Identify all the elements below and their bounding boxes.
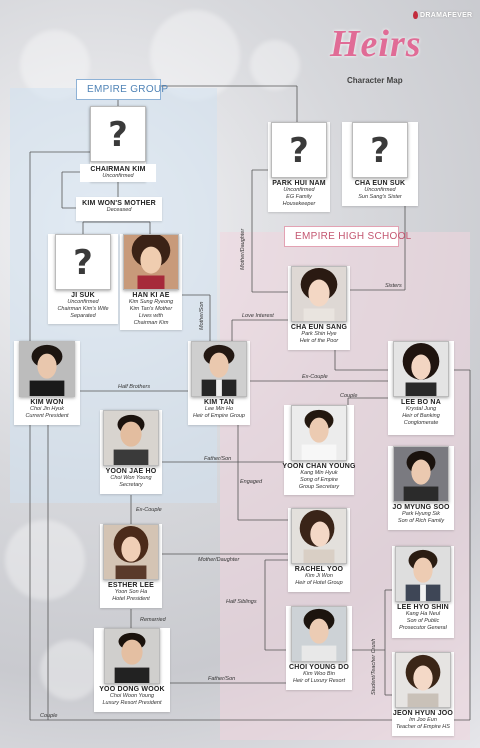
- portrait-rachel-yoo: [291, 508, 347, 564]
- character-card-park-hui-nam[interactable]: ? PARK HUI NAM Unconfirmed EG Family Hou…: [268, 122, 330, 212]
- relation-label: Love Interest: [242, 313, 274, 319]
- bokeh: [5, 520, 85, 600]
- relation-label: Mother/Daughter: [240, 228, 246, 270]
- relation-label: Half Siblings: [226, 599, 257, 605]
- character-card-han-ki-ae[interactable]: HAN KI AE Kim Sung Ryeong Kim Tan's Moth…: [120, 234, 182, 330]
- portrait-jeon-hyun-joo: [395, 652, 451, 708]
- relation-label: Father/Son: [204, 456, 232, 462]
- portrait-yoon-chan-young: [291, 405, 347, 461]
- character-card-lee-bo-na[interactable]: LEE BO NA Krystal Jung Heir of Banking C…: [388, 341, 454, 435]
- character-card-yoon-jae-ho[interactable]: YOON JAE HO Choi Won Young Secretary: [100, 410, 162, 494]
- relation-label: Sisters: [385, 283, 402, 289]
- portrait-lee-hyo-shin: [395, 546, 451, 602]
- relation-label: Father/Son: [208, 676, 236, 682]
- page-title: Heirs: [330, 23, 422, 65]
- character-card-chairman-kim[interactable]: ? CHAIRMAN KIM Unconfirmed: [80, 106, 156, 182]
- character-card-yoo-dong-wook[interactable]: YOO DONG WOOK Choi Woon Young Luxury Res…: [94, 628, 170, 712]
- character-card-kim-wons-mother[interactable]: KIM WON'S MOTHER Deceased: [76, 197, 162, 221]
- character-card-kim-won[interactable]: KIM WON Choi Jin Hyuk Current President: [14, 341, 80, 425]
- character-card-esther-lee[interactable]: ESTHER LEE Yoon Son Ha Hotel President: [100, 524, 162, 608]
- portrait-kim-won: [19, 341, 75, 397]
- character-card-choi-young-do[interactable]: CHOI YOUNG DO Kim Woo Bin Heir of Luxury…: [286, 606, 352, 690]
- character-card-cha-eun-suk[interactable]: ? CHA EUN SUK Unconfirmed Sun Sang's Sis…: [342, 122, 418, 206]
- bokeh: [40, 640, 100, 700]
- empire-group-label: EMPIRE GROUP: [76, 79, 168, 100]
- character-card-ji-suk[interactable]: ? JI SUK Unconfirmed Chairman Kim's Wife…: [48, 234, 118, 324]
- relation-label: Ex-Couple: [136, 507, 162, 513]
- portrait-esther-lee: [103, 524, 159, 580]
- character-card-rachel-yoo[interactable]: RACHEL YOO Kim Ji Won Heir of Hotel Grou…: [288, 508, 350, 592]
- character-card-yoon-chan-young[interactable]: YOON CHAN YOUNG Kang Min Hyuk Song of Em…: [282, 405, 355, 495]
- unknown-portrait-icon: ?: [352, 122, 408, 178]
- relation-label: Couple: [40, 713, 58, 719]
- relation-label: Student/Teacher Crush: [371, 638, 377, 695]
- brand-logo: DRAMAFEVER: [420, 12, 473, 19]
- portrait-yoon-jae-ho: [103, 410, 159, 466]
- unknown-portrait-icon: ?: [271, 122, 327, 178]
- portrait-han-ki-ae: [123, 234, 179, 290]
- page-subtitle: Character Map: [347, 76, 403, 85]
- character-card-jo-myung-soo[interactable]: JO MYUNG SOO Park Hyung Sik Son of Rich …: [388, 446, 454, 530]
- portrait-cha-eun-sang: [291, 266, 347, 322]
- portrait-yoo-dong-wook: [104, 628, 160, 684]
- relation-label: Half Brothers: [118, 384, 151, 390]
- relation-label: Couple: [340, 393, 358, 399]
- relation-label: Remarried: [140, 617, 166, 623]
- relation-label: Ex-Couple: [302, 374, 328, 380]
- character-card-lee-hyo-shin[interactable]: LEE HYO SHIN Kang Ha Neul Son of Public …: [392, 546, 454, 638]
- bokeh: [150, 10, 240, 100]
- character-card-jeon-hyun-joo[interactable]: JEON HYUN JOO Im Joo Eun Teacher of Empi…: [392, 652, 454, 736]
- character-card-kim-tan[interactable]: KIM TAN Lee Min Ho Heir of Empire Group: [188, 341, 250, 425]
- bokeh: [250, 40, 300, 90]
- unknown-portrait-icon: ?: [55, 234, 111, 290]
- portrait-jo-myung-soo: [393, 446, 449, 502]
- brand-drop-icon: [413, 11, 418, 19]
- empire-high-school-label: EMPIRE HIGH SCHOOL: [284, 226, 411, 247]
- portrait-kim-tan: [191, 341, 247, 397]
- portrait-choi-young-do: [291, 606, 347, 662]
- relation-label: Mother/Son: [199, 301, 205, 330]
- portrait-lee-bo-na: [393, 341, 449, 397]
- character-card-cha-eun-sang[interactable]: CHA EUN SANG Park Shin Hye Heir of the P…: [288, 266, 350, 350]
- relation-label: Mother/Daughter: [198, 557, 240, 563]
- unknown-portrait-icon: ?: [90, 106, 146, 162]
- relation-label: Engaged: [240, 479, 263, 485]
